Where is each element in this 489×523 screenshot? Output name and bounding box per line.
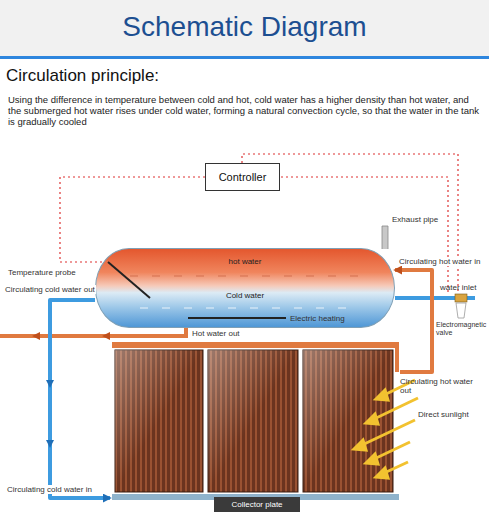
- controller-box: Controller: [205, 163, 280, 191]
- collector-panels: [115, 350, 393, 492]
- page-title: Schematic Diagram: [0, 11, 489, 43]
- pipe-connector: [50, 300, 110, 498]
- top-header-pipe: [112, 342, 399, 348]
- water-tank: hot waterCold water: [95, 248, 395, 328]
- electric-heating-element: [188, 317, 286, 319]
- part-label: Direct sunlight: [418, 410, 469, 419]
- flow-arrow: [46, 380, 54, 448]
- section-heading: Circulation principle:: [6, 66, 159, 86]
- part-label: Electric heating: [290, 314, 345, 323]
- temperature-probe-symbol: [108, 262, 150, 298]
- flow-arrow: [32, 332, 110, 340]
- node-text: hot water: [96, 257, 394, 266]
- part-label: Circulating cold water in: [6, 485, 93, 494]
- description-text: Using the difference in temperature betw…: [8, 95, 482, 128]
- node-text: Controller: [219, 171, 267, 183]
- water-texture: [130, 276, 360, 277]
- exhaust-pipe: [382, 226, 388, 249]
- part-label: Circulating cold water out: [4, 285, 96, 294]
- part-label: Exhaust pipe: [392, 215, 438, 224]
- title-rule: [0, 56, 489, 59]
- water-texture: [140, 308, 350, 309]
- collector-array: Collector plate: [110, 340, 400, 512]
- part-label: Temperature probe: [8, 268, 76, 277]
- hot-water-out-pipe: [0, 328, 186, 336]
- node-text: Cold water: [96, 291, 394, 300]
- electromagnetic-valve-symbol: [455, 294, 467, 318]
- part-label: Electromagnetic valve: [436, 321, 488, 337]
- exhaust-pipe-outline: [382, 226, 388, 249]
- part-label: Circulating hot water out: [400, 377, 486, 395]
- part-label: Hot water out: [192, 329, 240, 338]
- part-label: water inlet: [440, 283, 476, 292]
- node-text: Collector plate: [214, 497, 300, 512]
- pipe-connector: [395, 270, 432, 372]
- part-label: Circulating hot water in: [398, 257, 481, 266]
- hot-riser-pipe: [395, 345, 399, 372]
